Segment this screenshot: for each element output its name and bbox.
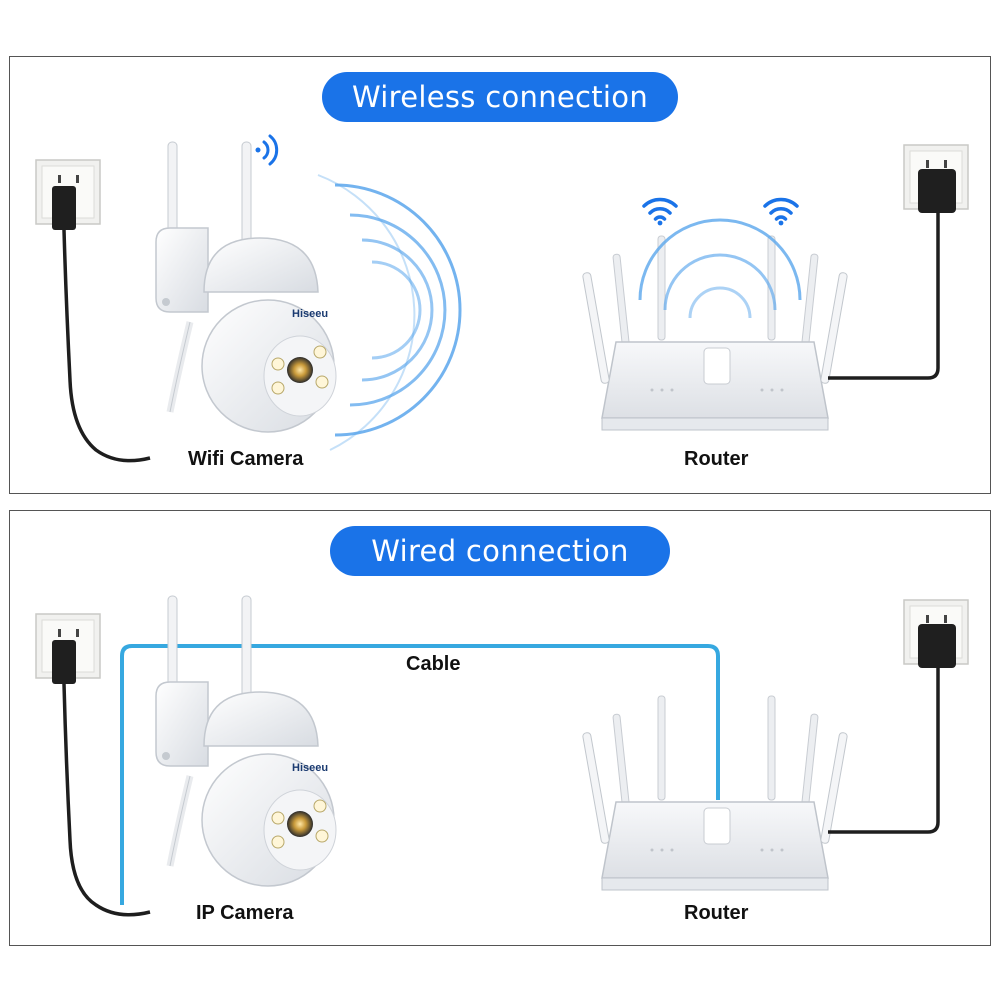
wired-title: Wired connection bbox=[330, 526, 670, 576]
router-signal-waves bbox=[638, 218, 802, 319]
router-label: Router bbox=[684, 902, 749, 924]
wireless-signal-waves bbox=[317, 174, 462, 451]
ip-camera-label: IP Camera bbox=[196, 902, 294, 924]
wifi-icon bbox=[255, 134, 279, 166]
power-outlet-icon bbox=[35, 159, 101, 230]
network-cable bbox=[120, 644, 720, 905]
wifi-icon bbox=[642, 197, 678, 228]
power-cord bbox=[62, 683, 151, 917]
power-outlet-icon bbox=[903, 144, 969, 213]
camera-icon bbox=[156, 596, 336, 886]
power-outlet-icon bbox=[35, 613, 101, 684]
camera-brand: Hiseeu bbox=[292, 308, 328, 320]
power-cord bbox=[828, 213, 940, 380]
cable-label: Cable bbox=[406, 653, 461, 675]
wifi-camera-label: Wifi Camera bbox=[188, 448, 304, 470]
wireless-title: Wireless connection bbox=[322, 72, 678, 122]
power-outlet-icon bbox=[903, 599, 969, 668]
router-icon bbox=[581, 695, 849, 891]
wifi-icon bbox=[763, 197, 799, 228]
power-cord bbox=[828, 668, 940, 834]
power-cord bbox=[62, 229, 151, 463]
router-label: Router bbox=[684, 448, 749, 470]
router-icon bbox=[581, 235, 849, 431]
camera-brand: Hiseeu bbox=[292, 762, 328, 774]
camera-icon bbox=[156, 142, 336, 432]
